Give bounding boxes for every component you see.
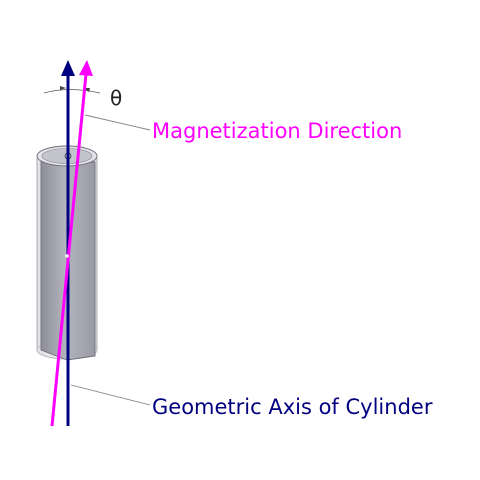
geometric-axis-leader-line — [70, 384, 151, 406]
center-point — [65, 254, 69, 258]
angle-arc — [43, 86, 101, 94]
magnetization-label: Magnetization Direction — [152, 119, 402, 143]
magnetization-arrow — [50, 60, 93, 427]
magnetization-leader-line — [84, 114, 151, 131]
theta-label: θ — [110, 86, 122, 110]
geometric-axis-label: Geometric Axis of Cylinder — [152, 395, 433, 419]
